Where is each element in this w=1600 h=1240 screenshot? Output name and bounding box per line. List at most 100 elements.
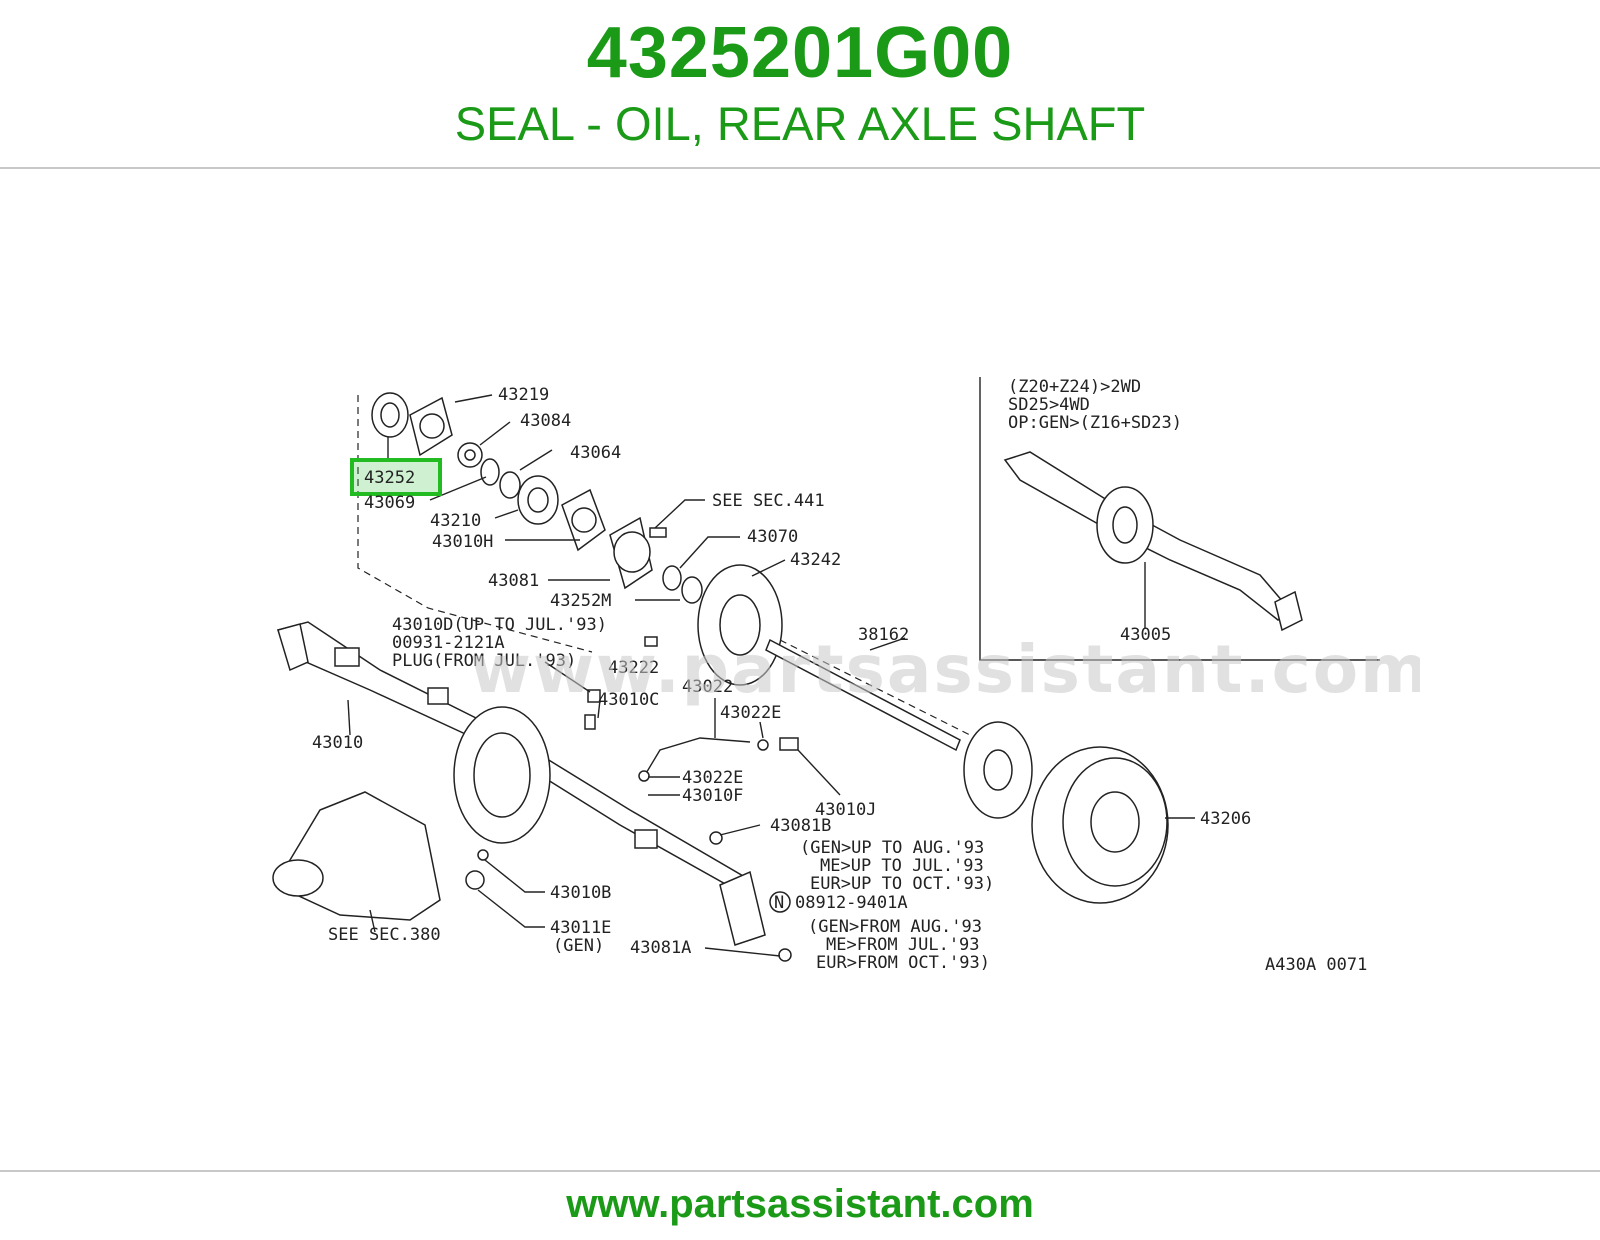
bolt-43222 (644, 636, 658, 647)
label-43252M: 43252M (550, 591, 611, 611)
ring-43210 (480, 458, 500, 486)
label-43010C: 43010C (598, 690, 659, 710)
leader-43069 (429, 476, 487, 501)
part-description: SEAL - OIL, REAR AXLE SHAFT (454, 97, 1146, 150)
label-43010: 43010 (312, 733, 363, 753)
label-n: N (774, 893, 784, 913)
inset-note-3: OP:GEN>(Z16+SD23) (1008, 413, 1182, 433)
axle-housing-43010 (276, 621, 766, 946)
label-43219: 43219 (498, 385, 549, 405)
label-43064: 43064 (570, 443, 621, 463)
bolt-441 (649, 527, 667, 538)
leader-43210 (494, 509, 519, 519)
leader-43010B (484, 859, 545, 893)
label-gen: (GEN) (553, 936, 604, 956)
inset-axle-assembly-43005 (1003, 451, 1303, 632)
watermark: www.partsassistant.com (470, 631, 1420, 708)
leader-43011E (477, 889, 545, 928)
leader-38162 (869, 637, 906, 651)
leader-43070 (679, 536, 740, 569)
part-number: 4325201G00 (586, 13, 1014, 93)
label-38162: 38162 (858, 625, 909, 645)
plug-00931 (587, 689, 601, 703)
inset-note-2: SD25>4WD (1008, 395, 1090, 415)
breather-43010C (584, 714, 596, 730)
parts-diagram-svg: 43219 43084 43064 43252 43069 43210 4301… (272, 377, 1420, 975)
highlighted-part-box[interactable] (350, 458, 442, 496)
leader-43081A (704, 947, 781, 957)
label-see-sec-380: SEE SEC.380 (328, 925, 441, 945)
leader-43084 (479, 421, 511, 446)
label-43011E: 43011E (550, 918, 611, 938)
inset-note-1: (Z20+Z24)>2WD (1008, 377, 1141, 397)
label-43081: 43081 (488, 571, 539, 591)
oil-seal-43252[interactable] (371, 392, 409, 438)
leader-00931 (544, 661, 591, 693)
nut-43081B (709, 831, 723, 845)
label-43252[interactable]: 43252 (364, 468, 415, 488)
spacer-43064 (499, 471, 521, 499)
seal-43252M (681, 576, 703, 604)
housing-43081 (609, 516, 653, 590)
retainer-43084 (457, 442, 483, 468)
label-43070: 43070 (747, 527, 798, 547)
label-43022E-top: 43022E (720, 703, 781, 723)
label-eur-up-to-oct: EUR>UP TO OCT.'93) (810, 874, 994, 894)
leader-43219 (454, 394, 493, 403)
label-43242: 43242 (790, 550, 841, 570)
axle-shaft-38162 (765, 638, 1033, 819)
label-43084: 43084 (520, 411, 571, 431)
label-43010B: 43010B (550, 883, 611, 903)
n-marker-icon (769, 891, 791, 913)
plate-43010H (561, 488, 606, 552)
dashed-leader (357, 395, 593, 653)
dashed-leader-shaft (779, 639, 1001, 751)
label-43210: 43210 (430, 511, 481, 531)
label-eur-from-oct: EUR>FROM OCT.'93) (816, 953, 990, 973)
diagram-code: A430A 0071 (1265, 955, 1367, 975)
label-see-sec-441: SEE SEC.441 (712, 491, 825, 511)
backing-plate-43242 (697, 564, 783, 686)
bearing-43010H (517, 475, 559, 525)
label-43222: 43222 (608, 658, 659, 678)
label-43010H: 43010H (432, 532, 493, 552)
label-43081A: 43081A (630, 938, 691, 958)
leader-43022E-a (759, 721, 764, 739)
label-43206: 43206 (1200, 809, 1251, 829)
label-43010F: 43010F (682, 786, 743, 806)
gasket-43219 (409, 396, 453, 457)
leader-see380 (369, 909, 376, 933)
label-43069: 43069 (364, 493, 415, 513)
label-gen-up-to-aug: (GEN>UP TO AUG.'93 (800, 838, 984, 858)
label-08912-9401A: 08912-9401A (795, 893, 908, 913)
label-43010J: 43010J (815, 800, 876, 820)
label-00931-2121A: 00931-2121A (392, 633, 505, 653)
label-plug: PLUG(FROM JUL.'93) (392, 651, 576, 671)
leader-43064 (519, 449, 553, 471)
leader-43242 (751, 559, 786, 577)
label-43022E-bottom: 43022E (682, 768, 743, 788)
footer-url-link[interactable]: www.partsassistant.com (566, 1182, 1034, 1226)
nut-43011E (465, 849, 489, 890)
header-divider (0, 167, 1600, 169)
label-me-up-to-jul: ME>UP TO JUL.'93 (820, 856, 984, 876)
leader-43081B (719, 824, 761, 836)
label-43081B: 43081B (770, 816, 831, 836)
label-43010D: 43010D(UP TO JUL.'93) (392, 615, 607, 635)
header: 4325201G00 SEAL - OIL, REAR AXLE SHAFT (0, 0, 1600, 168)
label-43005: 43005 (1120, 625, 1171, 645)
differential-carrier (272, 791, 441, 921)
label-43022: 43022 (682, 677, 733, 697)
footer-divider (0, 1170, 1600, 1172)
inset-border (979, 377, 1380, 661)
parts-diagram: 43219 43084 43064 43252 43069 43210 4301… (180, 340, 1420, 1010)
brake-line-43022 (638, 737, 799, 782)
label-gen-from-aug: (GEN>FROM AUG.'93 (808, 917, 982, 937)
leader-43010 (347, 699, 351, 736)
label-me-from-jul: ME>FROM JUL.'93 (826, 935, 980, 955)
leader-see441 (654, 499, 705, 529)
leader-43010J (797, 749, 841, 796)
brake-drum-43206 (1031, 746, 1169, 904)
leader-43010C (597, 699, 601, 719)
bolt-43081A (778, 948, 792, 962)
